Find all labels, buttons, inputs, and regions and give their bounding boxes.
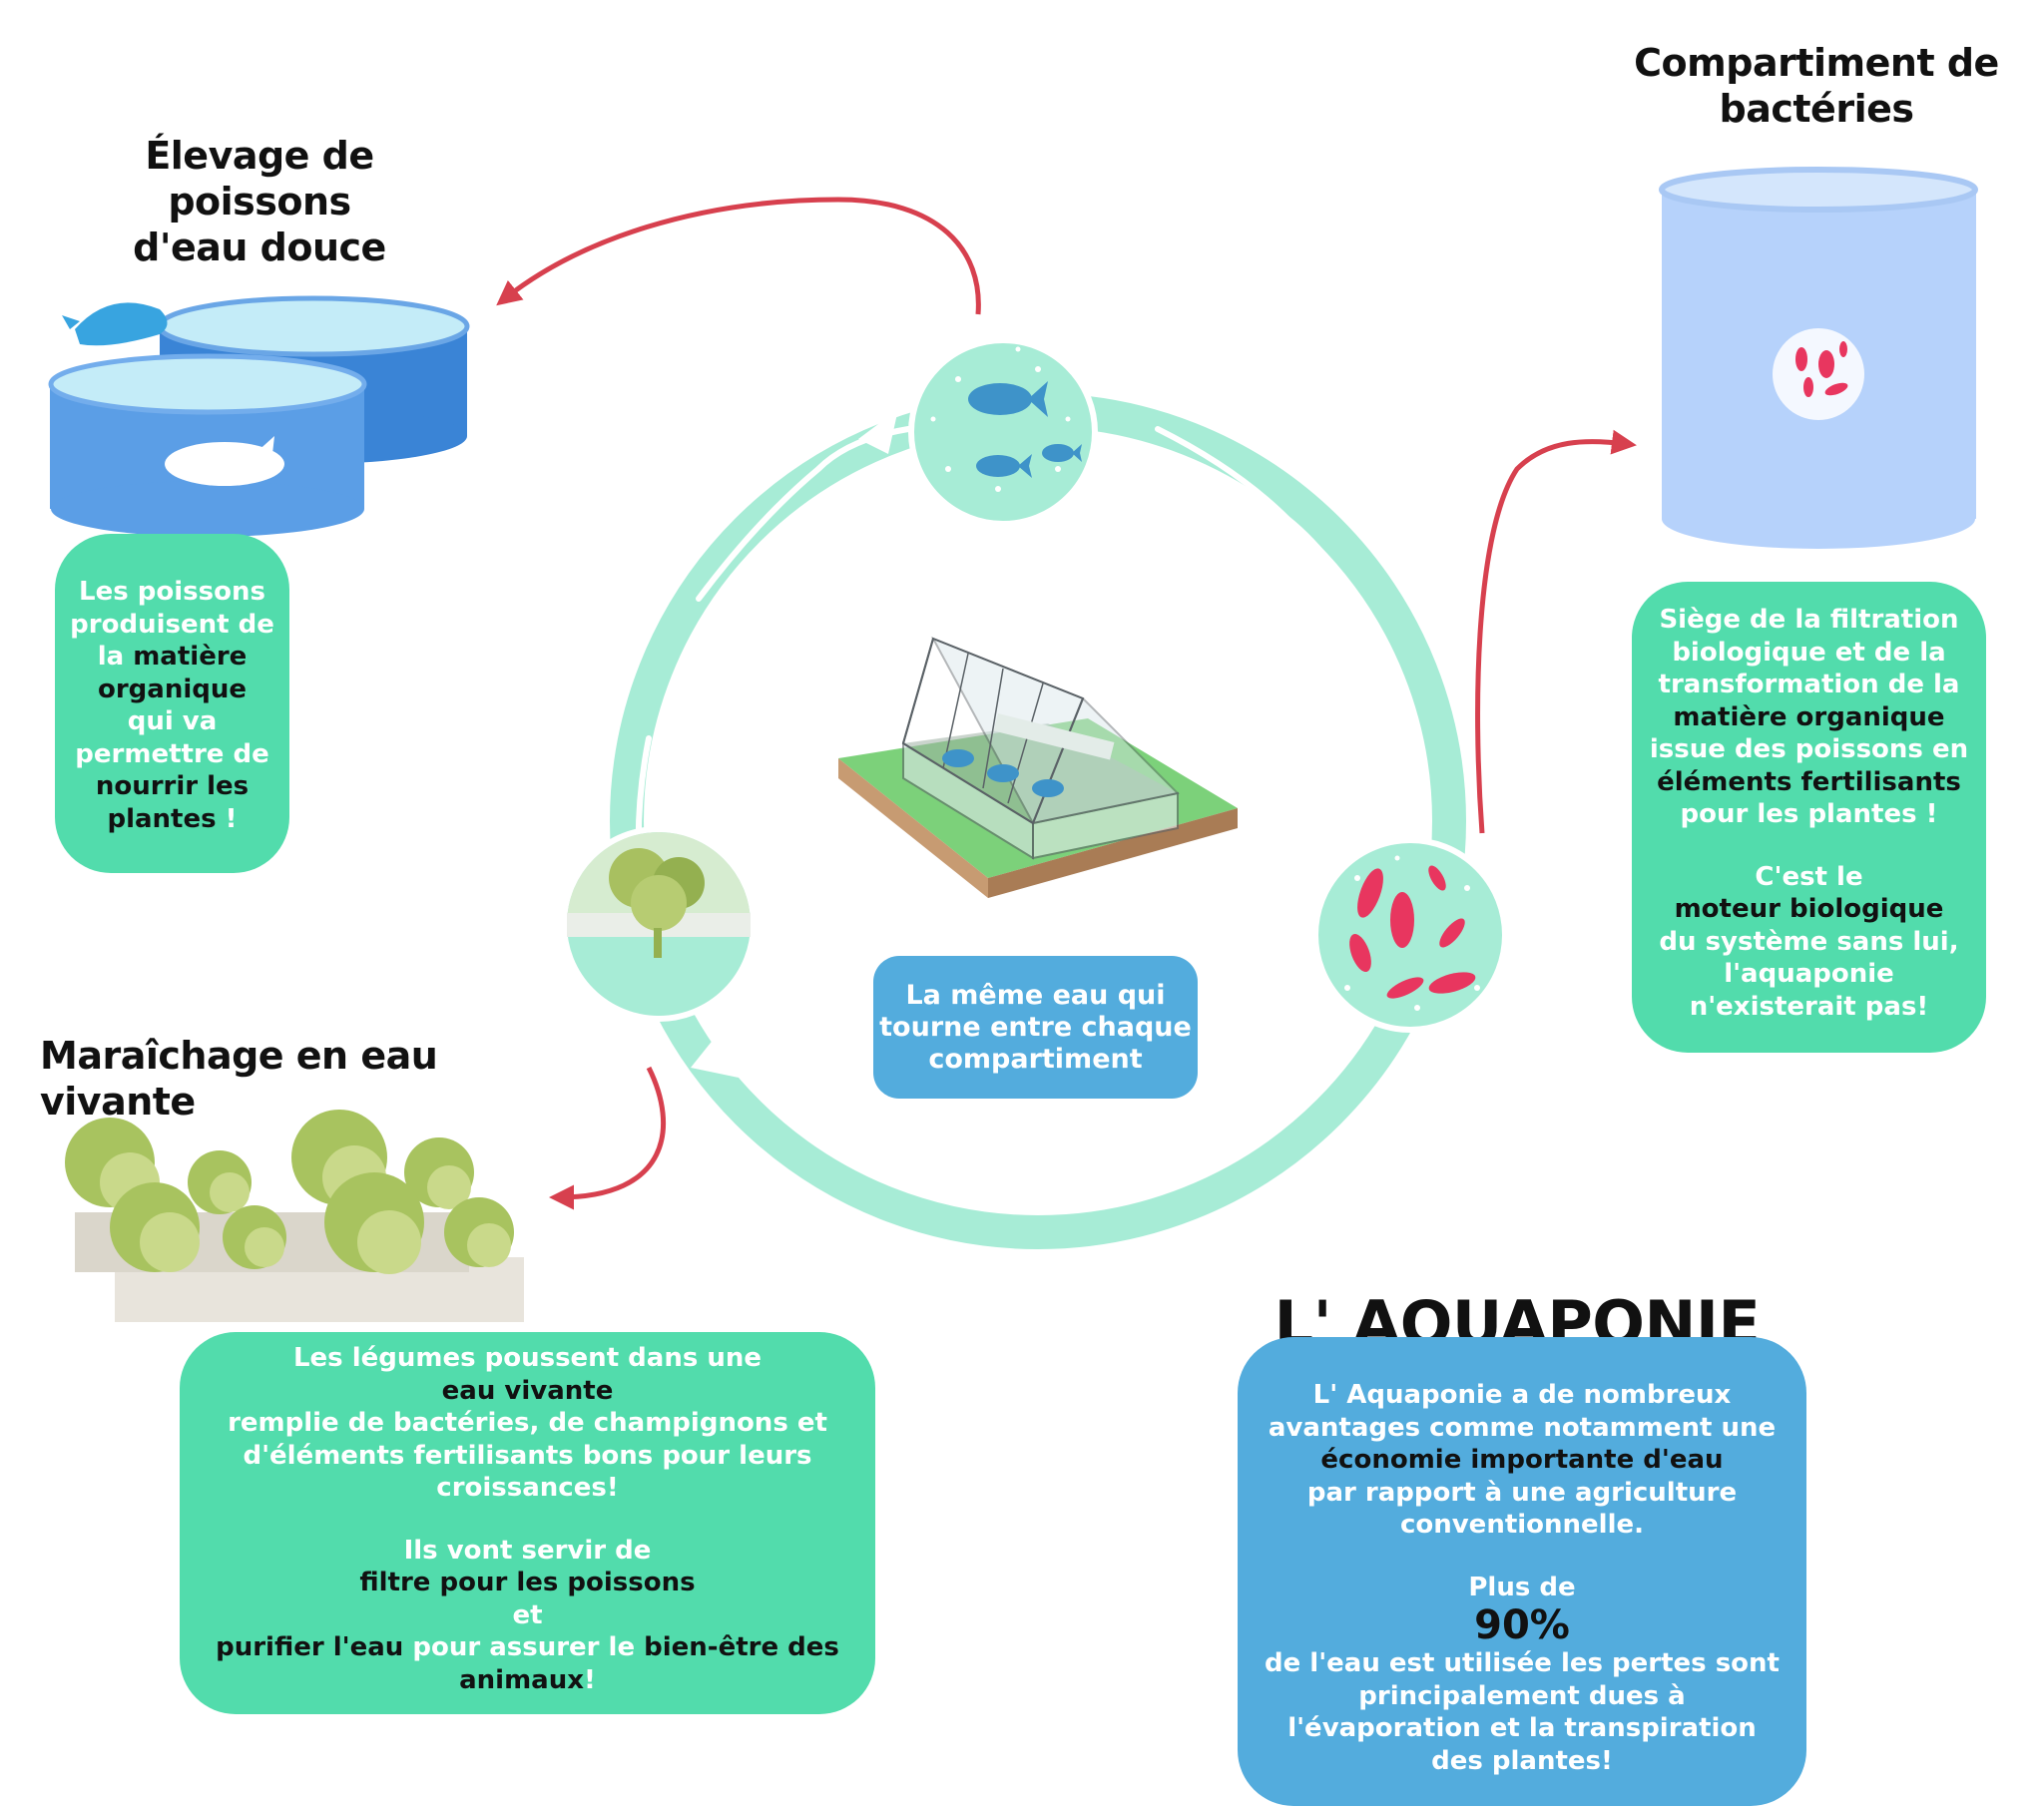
- text-line-emphasis: économie importante d'eau: [1320, 1445, 1724, 1475]
- plants-info-box: Les légumes poussent dans une eau vivant…: [180, 1332, 875, 1714]
- fish-tanks-icon: [48, 295, 470, 537]
- text-line: Les poissons: [79, 577, 265, 607]
- plant-node-icon: [561, 826, 757, 1022]
- text-span: !: [216, 803, 238, 834]
- text-line: de l'eau est utilisée les pertes sont: [1265, 1648, 1780, 1678]
- text-line: pour les plantes !: [1680, 799, 1938, 829]
- text-line: remplie de bactéries, de champignons et: [228, 1408, 827, 1438]
- text-line: Les légumes poussent dans une: [292, 1343, 763, 1373]
- text-line: et: [512, 1599, 543, 1630]
- text-line-emphasis: nourrir les: [95, 771, 250, 801]
- bacteria-node-icon: [1312, 837, 1508, 1033]
- text-line: Siège de la filtration: [1659, 605, 1959, 635]
- text-line: C'est le: [1755, 861, 1863, 892]
- red-arrows: [496, 197, 1637, 1210]
- text-line: d'éléments fertilisants bons pour leurs: [243, 1440, 812, 1471]
- text-line-emphasis: filtre pour les poissons: [359, 1568, 696, 1597]
- fish-title-line-1: Élevage de poissons: [145, 134, 374, 224]
- text-line: croissances!: [436, 1473, 619, 1503]
- bacteria-info-box: Siège de la filtration biologique et de …: [1632, 582, 1986, 1053]
- spacer: [180, 1505, 875, 1535]
- text-line: tourne entre chaque: [879, 1012, 1192, 1043]
- text-span: la: [97, 642, 134, 672]
- text-line: La même eau qui: [905, 980, 1166, 1011]
- text-line: avantages comme notamment une: [1268, 1412, 1777, 1443]
- text-span: !: [584, 1664, 596, 1695]
- text-line: principalement dues à: [1358, 1680, 1686, 1711]
- text-line: animaux!: [180, 1664, 875, 1697]
- text-span-emphasis: animaux: [459, 1664, 585, 1695]
- text-line: l'aquaponie: [1724, 959, 1894, 989]
- text-line: plantes !: [55, 803, 289, 836]
- text-line-emphasis: organique: [97, 674, 248, 704]
- text-line: L' Aquaponie a de nombreux: [1312, 1380, 1732, 1410]
- text-line: qui va: [127, 706, 218, 736]
- text-line: des plantes!: [1431, 1745, 1613, 1776]
- bacteria-title-line-2: bactéries: [1719, 87, 1914, 131]
- text-line-emphasis: eau vivante: [441, 1375, 614, 1406]
- aquaponie-info-box: L' Aquaponie a de nombreux avantages com…: [1238, 1337, 1806, 1806]
- text-line: n'existerait pas!: [1689, 991, 1929, 1022]
- bacteria-tank-icon: [1659, 167, 1978, 549]
- text-line-emphasis: éléments fertilisants: [1657, 766, 1961, 797]
- percent-figure: 90%: [1474, 1602, 1570, 1648]
- greenhouse-icon: [838, 637, 1238, 898]
- bacteria-title-line-1: Compartiment de: [1634, 41, 1999, 85]
- text-line: purifier l'eau pour assurer le bien-être…: [180, 1631, 875, 1664]
- text-line: l'évaporation et la transpiration: [1287, 1713, 1757, 1743]
- text-span: pour assurer le: [403, 1632, 645, 1662]
- text-line: issue des poissons en: [1649, 734, 1969, 764]
- fish-title: Élevage de poissons d'eau douce: [60, 133, 459, 270]
- fish-info-box: Les poissons produisent de la matière or…: [55, 534, 289, 873]
- plants-title: Maraîchage en eau vivante: [40, 1034, 438, 1124]
- text-span-emphasis: matière: [133, 642, 248, 672]
- text-span-emphasis: bien-être des: [644, 1632, 839, 1662]
- text-span-emphasis: plantes: [107, 803, 217, 834]
- text-line: Ils vont servir de: [403, 1535, 652, 1566]
- spacer: [1238, 1542, 1806, 1572]
- text-line: compartiment: [928, 1044, 1143, 1075]
- text-line: produisent de: [70, 609, 274, 640]
- text-line: Plus de: [1468, 1572, 1576, 1602]
- text-line: par rapport à une agriculture: [1306, 1477, 1738, 1508]
- bacteria-title: Compartiment de bactéries: [1617, 40, 2016, 132]
- text-line-emphasis: matière organique: [1673, 701, 1945, 732]
- text-line: la matière: [55, 641, 289, 674]
- lettuce-beds-icon: [65, 1110, 524, 1322]
- center-info-box: La même eau qui tourne entre chaque comp…: [873, 956, 1198, 1099]
- text-line: biologique et de la: [1672, 637, 1946, 668]
- fish-node-icon: [908, 337, 1098, 527]
- text-line: conventionnelle.: [1399, 1510, 1645, 1540]
- text-span-emphasis: purifier l'eau: [216, 1632, 404, 1662]
- text-line: permettre de: [75, 738, 269, 769]
- fish-title-line-2: d'eau douce: [133, 226, 386, 269]
- text-line-emphasis: moteur biologique: [1674, 894, 1944, 924]
- text-line: du système sans lui,: [1659, 926, 1959, 957]
- spacer: [1632, 831, 1986, 861]
- text-line: transformation de la: [1658, 670, 1960, 699]
